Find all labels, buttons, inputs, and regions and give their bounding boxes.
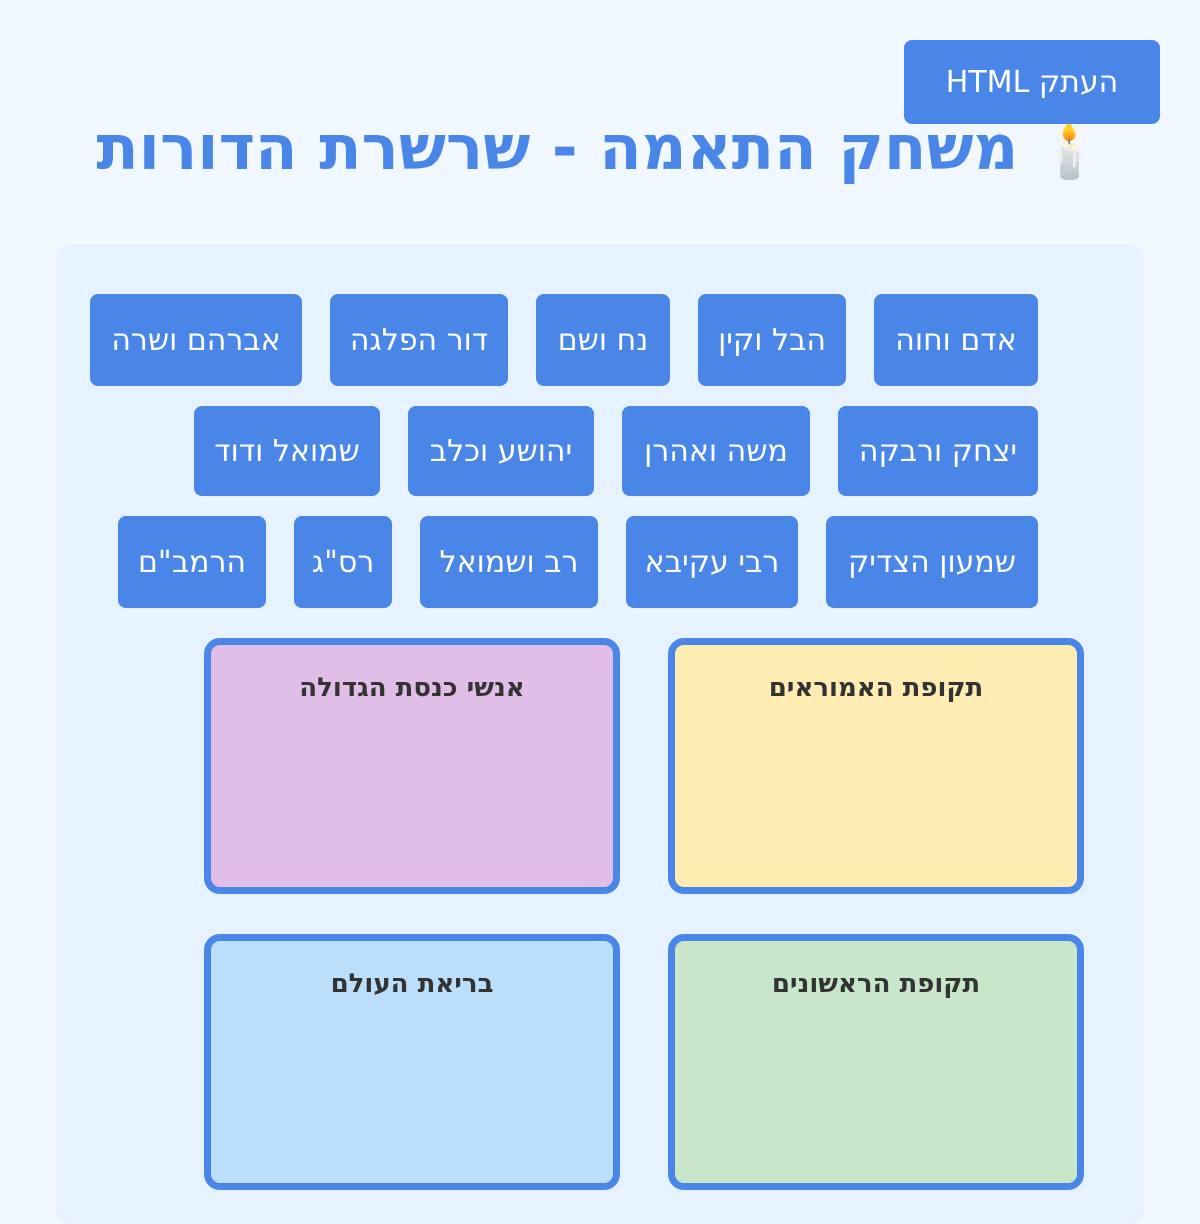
draggable-chip[interactable]: שמואל ודוד — [194, 406, 380, 496]
draggable-chip[interactable]: יהושע וכלב — [408, 406, 594, 496]
page-title: 🕯️ משחק התאמה - שרשרת הדורות — [0, 108, 1200, 191]
drop-zone-amoraim[interactable]: תקופת האמוראים — [668, 638, 1084, 894]
draggable-chip[interactable]: אברהם ושרה — [90, 294, 302, 386]
candle-icon: 🕯️ — [1036, 119, 1104, 182]
draggable-chip[interactable]: יצחק ורבקה — [838, 406, 1038, 496]
drop-zone-rishonim[interactable]: תקופת הראשונים — [668, 934, 1084, 1190]
drop-zone-label: תקופת הראשונים — [771, 969, 981, 999]
draggable-chip[interactable]: הרמב"ם — [118, 516, 266, 608]
draggable-chip[interactable]: אדם וחוה — [874, 294, 1038, 386]
page-title-text: משחק התאמה - שרשרת הדורות — [96, 111, 1019, 184]
drop-zone-label: אנשי כנסת הגדולה — [299, 673, 525, 703]
game-board: אדם וחוה הבל וקין נח ושם דור הפלגה אברהם… — [56, 244, 1144, 1224]
draggable-chip[interactable]: משה ואהרן — [622, 406, 810, 496]
drop-zone-label: תקופת האמוראים — [768, 673, 984, 703]
draggable-chip[interactable]: הבל וקין — [698, 294, 846, 386]
chip-row-2: יצחק ורבקה משה ואהרן יהושע וכלב שמואל וד… — [194, 406, 1038, 496]
draggable-chip[interactable]: נח ושם — [536, 294, 670, 386]
chip-row-1: אדם וחוה הבל וקין נח ושם דור הפלגה אברהם… — [90, 294, 1038, 386]
drop-zone-creation[interactable]: בריאת העולם — [204, 934, 620, 1190]
draggable-chip[interactable]: דור הפלגה — [330, 294, 508, 386]
drop-zone-great-assembly[interactable]: אנשי כנסת הגדולה — [204, 638, 620, 894]
draggable-chip[interactable]: רבי עקיבא — [626, 516, 798, 608]
draggable-chip[interactable]: רס"ג — [294, 516, 392, 608]
draggable-chip[interactable]: שמעון הצדיק — [826, 516, 1038, 608]
drop-zone-label: בריאת העולם — [330, 969, 494, 999]
chip-row-3: שמעון הצדיק רבי עקיבא רב ושמואל רס"ג הרמ… — [118, 516, 1038, 608]
draggable-chip[interactable]: רב ושמואל — [420, 516, 598, 608]
copy-html-button[interactable]: העתק HTML — [904, 40, 1160, 124]
